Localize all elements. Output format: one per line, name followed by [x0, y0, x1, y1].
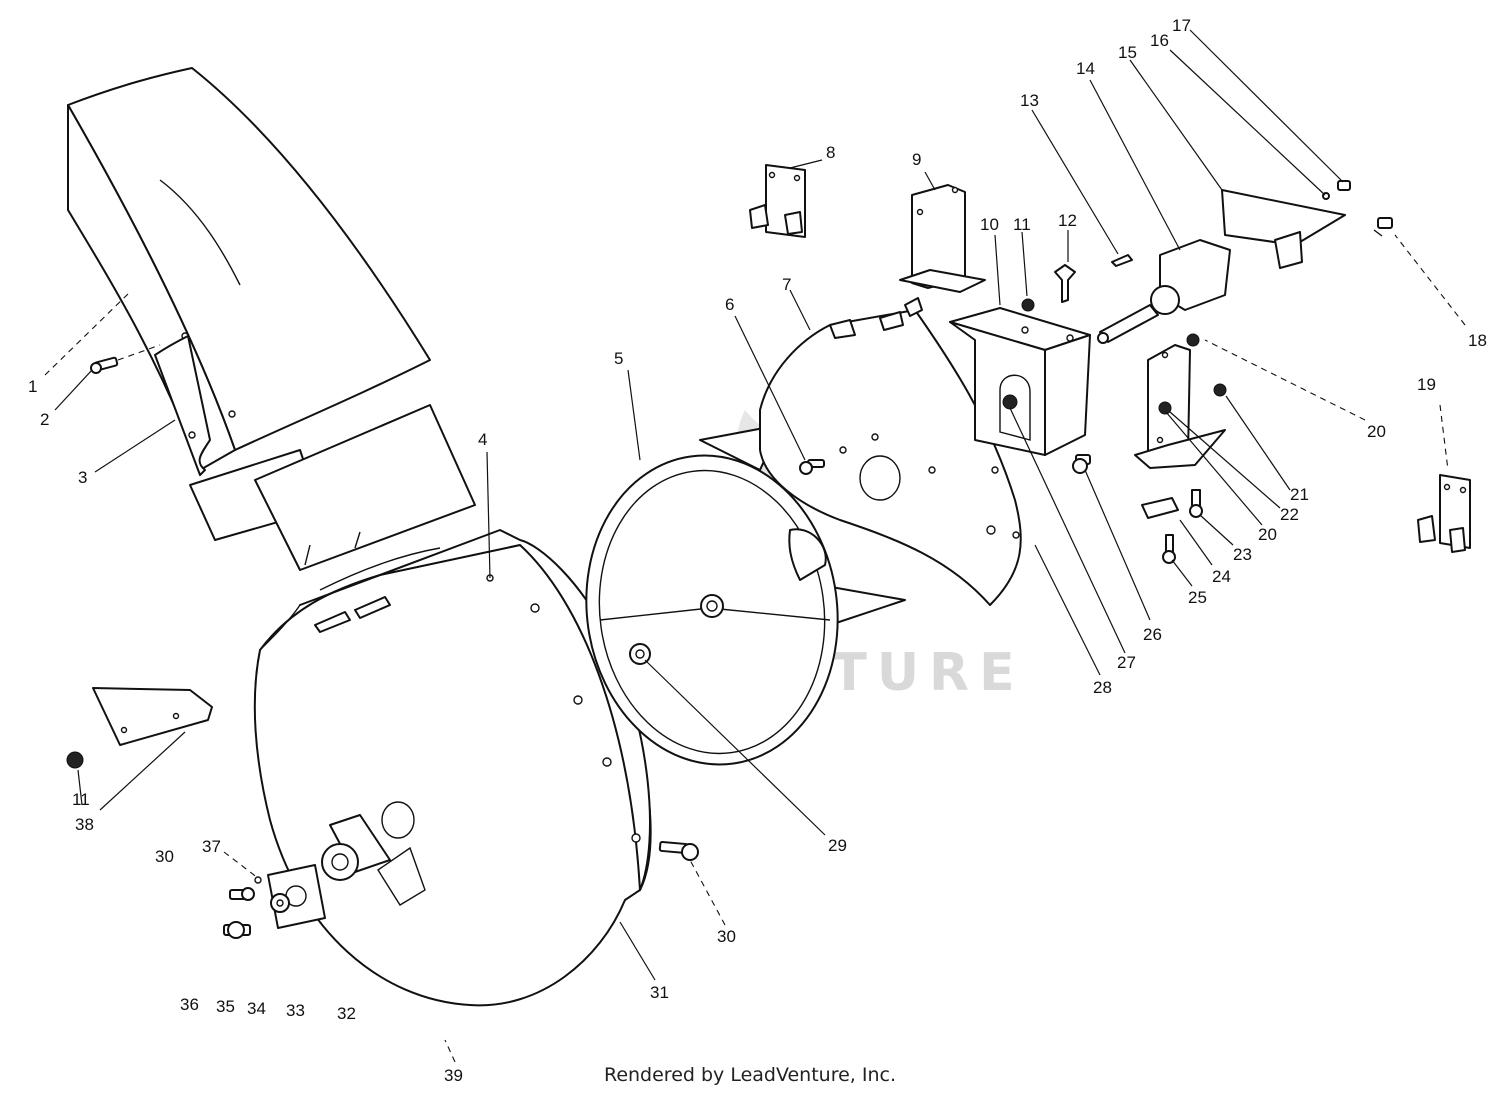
bracket-19	[1417, 474, 1471, 553]
callout-28: 28	[1093, 678, 1112, 697]
chute-liners	[189, 404, 476, 571]
bracket-22	[1134, 344, 1226, 469]
chute-deflector	[154, 335, 211, 476]
bearing-hardware	[223, 864, 326, 939]
callout-6: 6	[725, 295, 734, 314]
bolt-30	[658, 840, 699, 861]
screws-16-17-18	[1322, 180, 1393, 237]
callout-29: 29	[828, 836, 847, 855]
callout-30b: 30	[717, 927, 736, 946]
callout-30a: 30	[155, 847, 174, 866]
callout-9: 9	[912, 150, 921, 169]
gearbox-plate	[1221, 189, 1346, 269]
callout-20a: 20	[1367, 422, 1386, 441]
callout-10: 10	[980, 215, 999, 234]
callout-7: 7	[782, 275, 791, 294]
leader-lines	[44, 29, 1466, 1063]
discharge-chute	[67, 67, 431, 471]
callout-13: 13	[1020, 91, 1039, 110]
callout-36: 36	[180, 995, 199, 1014]
callout-22: 22	[1280, 505, 1299, 524]
callout-25: 25	[1188, 588, 1207, 607]
callout-35: 35	[216, 997, 235, 1016]
callout-38: 38	[75, 815, 94, 834]
chute-bolt	[90, 356, 119, 374]
impeller-disc	[585, 424, 906, 766]
hardware-lower	[986, 333, 1227, 564]
callout-11a: 11	[1013, 215, 1031, 234]
callout-17: 17	[1172, 16, 1191, 35]
bracket-8	[749, 164, 806, 238]
gearbox	[1097, 239, 1231, 344]
callout-32: 32	[337, 1004, 356, 1023]
callout-18: 18	[1468, 331, 1487, 350]
callout-labels: 1 2 3 4 5 6 7 8 9 10 11 12 13 14 15 16 1…	[28, 16, 1487, 1085]
callout-15: 15	[1118, 43, 1137, 62]
callout-19: 19	[1417, 375, 1436, 394]
mounting-bracket	[949, 307, 1091, 456]
callout-8: 8	[826, 143, 835, 162]
callout-12: 12	[1058, 211, 1077, 230]
callout-20b: 20	[1258, 525, 1277, 544]
callout-23: 23	[1233, 545, 1252, 564]
callout-2: 2	[40, 410, 49, 429]
callout-21: 21	[1290, 485, 1309, 504]
guard-plate	[66, 687, 213, 769]
callout-14: 14	[1076, 59, 1095, 78]
callout-16: 16	[1150, 31, 1169, 50]
callout-24: 24	[1212, 567, 1231, 586]
bracket-9	[899, 184, 986, 293]
bolt-6	[799, 459, 825, 475]
hardware-upper	[1021, 254, 1133, 312]
callout-27: 27	[1117, 653, 1136, 672]
callout-4: 4	[478, 430, 487, 449]
callout-37: 37	[202, 837, 221, 856]
back-plate	[759, 297, 1022, 606]
callout-34: 34	[247, 999, 266, 1018]
callout-3: 3	[78, 468, 87, 487]
callout-26: 26	[1143, 625, 1162, 644]
blower-housing	[253, 529, 652, 1007]
callout-11b: 11	[72, 790, 90, 809]
footer-credit: Rendered by LeadVenture, Inc.	[603, 1064, 897, 1086]
callout-5: 5	[614, 349, 623, 368]
callout-31: 31	[650, 983, 669, 1002]
callout-39: 39	[444, 1066, 463, 1085]
callout-1: 1	[28, 377, 37, 396]
callout-33: 33	[286, 1001, 305, 1020]
